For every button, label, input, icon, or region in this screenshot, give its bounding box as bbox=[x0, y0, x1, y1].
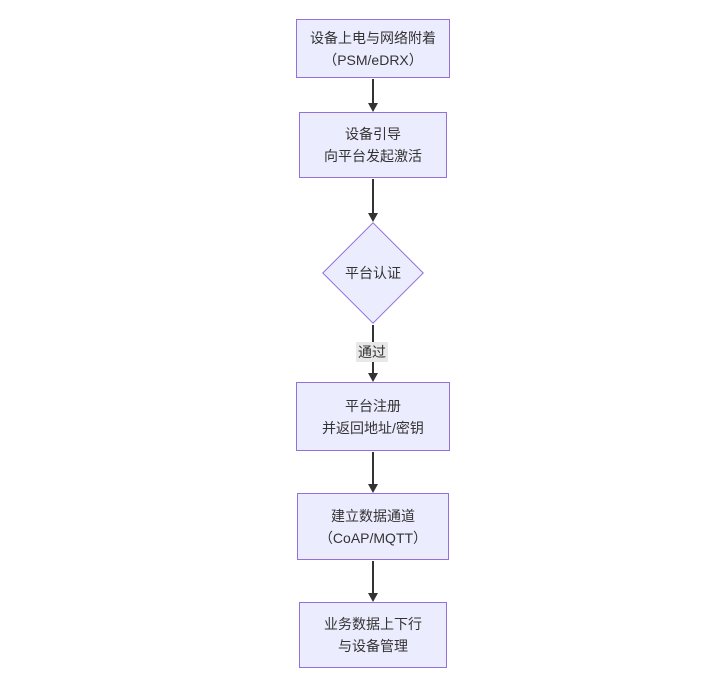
node-label-line: （CoAP/MQTT） bbox=[318, 529, 428, 546]
node-label-line: 并返回地址/密钥 bbox=[322, 419, 424, 436]
flow-node-power-attach: 设备上电与网络附着 （PSM/eDRX） bbox=[296, 19, 450, 78]
flow-node-register: 平台注册 并返回地址/密钥 bbox=[296, 382, 450, 451]
node-label-line: 向平台发起激活 bbox=[324, 148, 422, 164]
node-label-line: 设备上电与网络附着 bbox=[310, 29, 436, 46]
node-label-line: 平台注册 bbox=[345, 397, 401, 414]
arrowhead-down-icon bbox=[368, 103, 378, 112]
node-label-line: 业务数据上下行 bbox=[324, 616, 422, 632]
node-label-line: （PSM/eDRX） bbox=[323, 51, 423, 68]
arrowhead-down-icon bbox=[368, 593, 378, 602]
edge-line bbox=[372, 561, 374, 594]
edge-line bbox=[372, 79, 374, 104]
edge-line bbox=[372, 452, 374, 485]
node-label-line: 与设备管理 bbox=[338, 638, 408, 654]
flow-node-data-channel: 建立数据通道 （CoAP/MQTT） bbox=[297, 493, 449, 560]
flow-node-bootstrap: 设备引导 向平台发起激活 bbox=[299, 112, 447, 178]
arrowhead-down-icon bbox=[368, 373, 378, 382]
node-label-line: 设备引导 bbox=[345, 126, 401, 142]
node-label-line: 建立数据通道 bbox=[331, 507, 415, 524]
decision-node-platform-auth: 平台认证 bbox=[321, 221, 425, 325]
edge-label-pass: 通过 bbox=[356, 342, 388, 362]
arrowhead-down-icon bbox=[368, 484, 378, 493]
arrowhead-down-icon bbox=[368, 213, 378, 222]
decision-label: 平台认证 bbox=[345, 265, 401, 281]
edge-line bbox=[372, 179, 374, 214]
flow-node-business-data: 业务数据上下行 与设备管理 bbox=[299, 602, 447, 668]
